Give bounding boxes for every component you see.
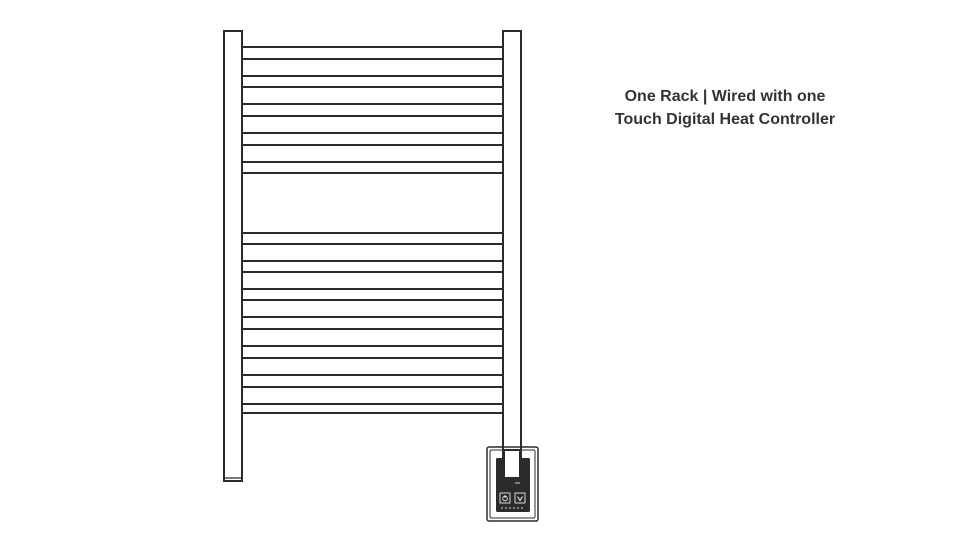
caption-line-1: One Rack | Wired with one — [624, 88, 826, 105]
heat-controller — [486, 446, 539, 522]
caption-line-2: Touch Digital Heat Controller — [614, 111, 836, 128]
power-icon — [499, 492, 511, 504]
rack-bar — [241, 271, 504, 290]
rack-bar — [241, 86, 504, 105]
rack-bar — [241, 243, 504, 262]
rack-bar — [241, 144, 504, 163]
rack-bar-wide — [241, 172, 504, 234]
rack-bar — [241, 115, 504, 134]
chevron-down-icon — [514, 492, 526, 504]
rack-bars — [241, 58, 504, 405]
rack-bar — [241, 357, 504, 376]
rack-bar — [241, 328, 504, 347]
rack-bar — [241, 386, 504, 405]
diagram-caption: One Rack | Wired with one Touch Digital … — [580, 85, 870, 131]
right-post — [502, 30, 522, 481]
indicator-dots — [501, 507, 523, 509]
rack-bar — [241, 299, 504, 318]
left-post — [223, 30, 243, 482]
rack-bar — [241, 58, 504, 77]
